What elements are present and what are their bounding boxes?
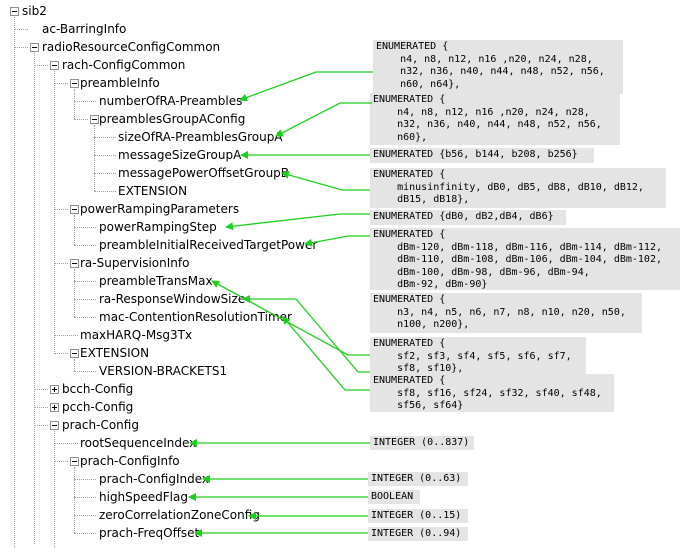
value-box-zerocorrelationzoneconfig: INTEGER (0..15) xyxy=(368,509,468,523)
tree-node-rach-configcommon[interactable]: rach-ConfigCommon xyxy=(62,58,186,72)
value-box-preambleinitialreceivedtargetpower: ENUMERATED { dBm-120, dBm-118, dBm-116, … xyxy=(370,228,680,290)
value-box-highspeedflag: BOOLEAN xyxy=(368,490,420,504)
value-box-rootsequenceindex: INTEGER (0..837) xyxy=(370,436,474,450)
tree-node-sizeofra-preamblesgroupa[interactable]: sizeOfRA-PreamblesGroupA xyxy=(118,130,283,144)
collapse-toggle[interactable] xyxy=(70,79,79,88)
tree-node-zerocorrelationzoneconfig[interactable]: zeroCorrelationZoneConfig xyxy=(99,508,260,522)
tree-node-ac-barringinfo[interactable]: ac-BarringInfo xyxy=(42,22,127,36)
collapse-toggle[interactable] xyxy=(70,259,79,268)
collapse-toggle[interactable] xyxy=(70,349,79,358)
tree-node-powerrampingparameters[interactable]: powerRampingParameters xyxy=(80,202,240,216)
expand-toggle[interactable] xyxy=(50,403,59,412)
collapse-toggle[interactable] xyxy=(70,205,79,214)
value-box-ra-responsewindowsize: ENUMERATED { sf2, sf3, sf4, sf5, sf6, sf… xyxy=(370,337,586,377)
tree-node-prach-configinfo[interactable]: prach-ConfigInfo xyxy=(80,454,180,468)
tree-node-radioresourceconfigcommon[interactable]: radioResourceConfigCommon xyxy=(42,40,221,54)
tree-node-rootsequenceindex[interactable]: rootSequenceIndex xyxy=(80,436,197,450)
value-box-numberofra-preambles: ENUMERATED { n4, n8, n12, n16 ,n20, n24,… xyxy=(373,40,623,94)
tree-node-extension[interactable]: EXTENSION xyxy=(118,184,188,198)
tree-node-ra-responsewindowsize[interactable]: ra-ResponseWindowSize xyxy=(99,292,246,306)
value-box-messagesizegroupa: ENUMERATED {b56, b144, b208, b256} xyxy=(370,148,594,163)
asn1-tree: sib2 ac-BarringInfo radioResourceConfigC… xyxy=(10,4,318,548)
value-box-prach-configindex: INTEGER (0..63) xyxy=(368,472,468,486)
value-box-powerrampingstep: ENUMERATED {dB0, dB2,dB4, dB6} xyxy=(370,210,566,225)
value-box-messagepoweroffsetgroupb: ENUMERATED { minusinfinity, dB0, dB5, dB… xyxy=(370,168,666,208)
value-box-prach-freqoffset: INTEGER (0..94) xyxy=(368,527,468,541)
tree-node-ra-supervisioninfo[interactable]: ra-SupervisionInfo xyxy=(80,256,190,270)
tree-node-prach-config[interactable]: prach-Config xyxy=(62,418,139,432)
value-box-preambletransmax: ENUMERATED { n3, n4, n5, n6, n7, n8, n10… xyxy=(370,293,642,333)
tree-node-prach-configindex[interactable]: prach-ConfigIndex xyxy=(99,472,209,486)
tree-node-messagesizegroupa[interactable]: messageSizeGroupA xyxy=(118,148,242,162)
tree-node-preambletransmax[interactable]: preambleTransMax xyxy=(99,274,213,288)
collapse-toggle[interactable] xyxy=(10,7,19,16)
tree-node-powerrampingstep[interactable]: powerRampingStep xyxy=(99,220,217,234)
collapse-toggle[interactable] xyxy=(50,61,59,70)
tree-node-preamblesgroupaconfig[interactable]: preamblesGroupAConfig xyxy=(99,112,246,126)
tree-node-highspeedflag[interactable]: highSpeedFlag xyxy=(99,490,188,504)
tree-node-preambleinfo[interactable]: preambleInfo xyxy=(80,76,160,90)
collapse-toggle[interactable] xyxy=(50,421,59,430)
collapse-toggle[interactable] xyxy=(90,115,99,124)
tree-node-preambleinitialreceivedtargetpower[interactable]: preambleInitialReceivedTargetPower xyxy=(99,238,318,252)
tree-node-extension-2[interactable]: EXTENSION xyxy=(80,346,150,360)
tree-node-maxharq-msg3tx[interactable]: maxHARQ-Msg3Tx xyxy=(80,328,193,342)
tree-node-numberofra-preambles[interactable]: numberOfRA-Preambles xyxy=(99,94,243,108)
tree-node-prach-freqoffset[interactable]: prach-FreqOffset xyxy=(99,526,200,540)
collapse-toggle[interactable] xyxy=(30,43,39,52)
value-box-mac-contentionresolutiontimer: ENUMERATED { sf8, sf16, sf24, sf32, sf40… xyxy=(370,374,614,412)
expand-toggle[interactable] xyxy=(50,385,59,394)
value-box-sizeofra-preamblesgroupa: ENUMERATED { n4, n8, n12, n16 ,n20, n24,… xyxy=(370,93,620,145)
tree-node-pcch-config[interactable]: pcch-Config xyxy=(62,400,134,414)
tree-node-sib2[interactable]: sib2 xyxy=(22,4,47,18)
collapse-toggle[interactable] xyxy=(70,457,79,466)
tree-node-messagepoweroffsetgroupb[interactable]: messagePowerOffsetGroupB xyxy=(118,166,290,180)
tree-node-mac-contentionresolutiontimer[interactable]: mac-ContentionResolutionTimer xyxy=(99,310,292,324)
tree-node-version-brackets1[interactable]: VERSION-BRACKETS1 xyxy=(99,364,228,378)
tree-node-bcch-config[interactable]: bcch-Config xyxy=(62,382,134,396)
